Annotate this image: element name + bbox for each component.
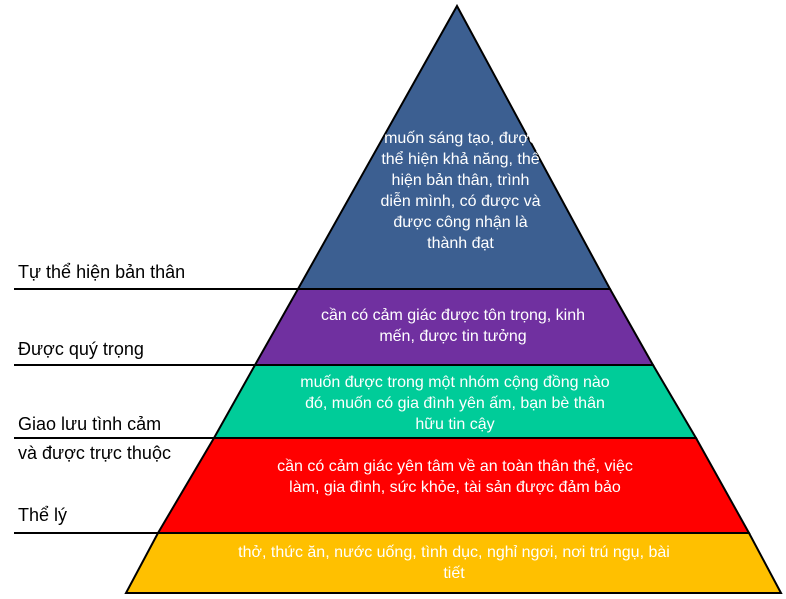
side-label-belonging-line2: và được trực thuộc bbox=[18, 443, 171, 463]
side-label-self-actualization: Tự thể hiện bản thân bbox=[18, 262, 186, 282]
level-description-self-actualization: muốn sáng tạo, được thể hiện khả năng, t… bbox=[380, 130, 541, 252]
pyramid-level-physiological bbox=[124, 532, 783, 594]
side-label-esteem: Được quý trọng bbox=[18, 339, 144, 359]
level-description-esteem: cần có cảm giác được tôn trọng, kinh mến… bbox=[321, 307, 585, 345]
side-label-physiological: Thể lý bbox=[18, 505, 68, 525]
level-description-belonging: muốn được trong một nhóm cộng đồng nào đ… bbox=[300, 374, 610, 433]
level-description-safety: cần có cảm giác yên tâm về an toàn thân … bbox=[277, 458, 633, 496]
side-label-belonging-line1: Giao lưu tình cảm bbox=[18, 414, 162, 434]
level-description-physiological: thở, thức ăn, nước uống, tình dục, nghỉ … bbox=[238, 544, 670, 582]
